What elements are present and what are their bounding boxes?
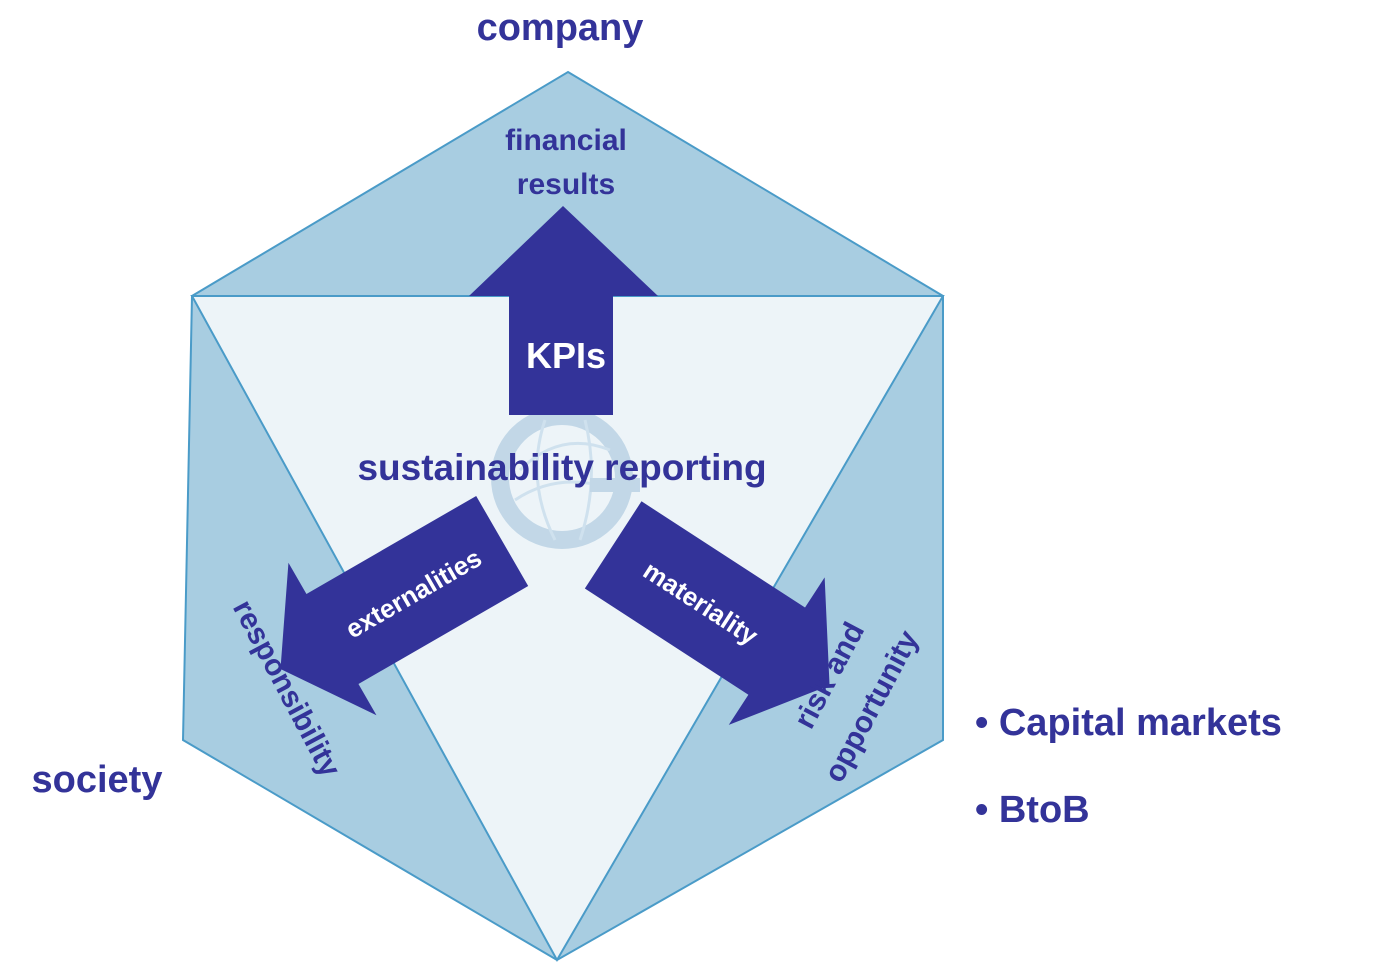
kpis-arrow bbox=[469, 206, 658, 415]
kpis-label: KPIs bbox=[526, 335, 606, 376]
society-label: society bbox=[32, 759, 163, 801]
bullet-capital-markets: • Capital markets bbox=[975, 702, 1282, 744]
financial-results-line1: financial bbox=[505, 124, 627, 157]
financial-results-line2: results bbox=[517, 168, 615, 201]
center-label: sustainability reporting bbox=[357, 447, 766, 488]
globe-logo-icon bbox=[491, 407, 640, 549]
externalities-arrow bbox=[280, 495, 529, 716]
company-label: company bbox=[477, 7, 644, 49]
bullet-btob: • BtoB bbox=[975, 789, 1090, 831]
materiality-arrow bbox=[584, 501, 830, 725]
